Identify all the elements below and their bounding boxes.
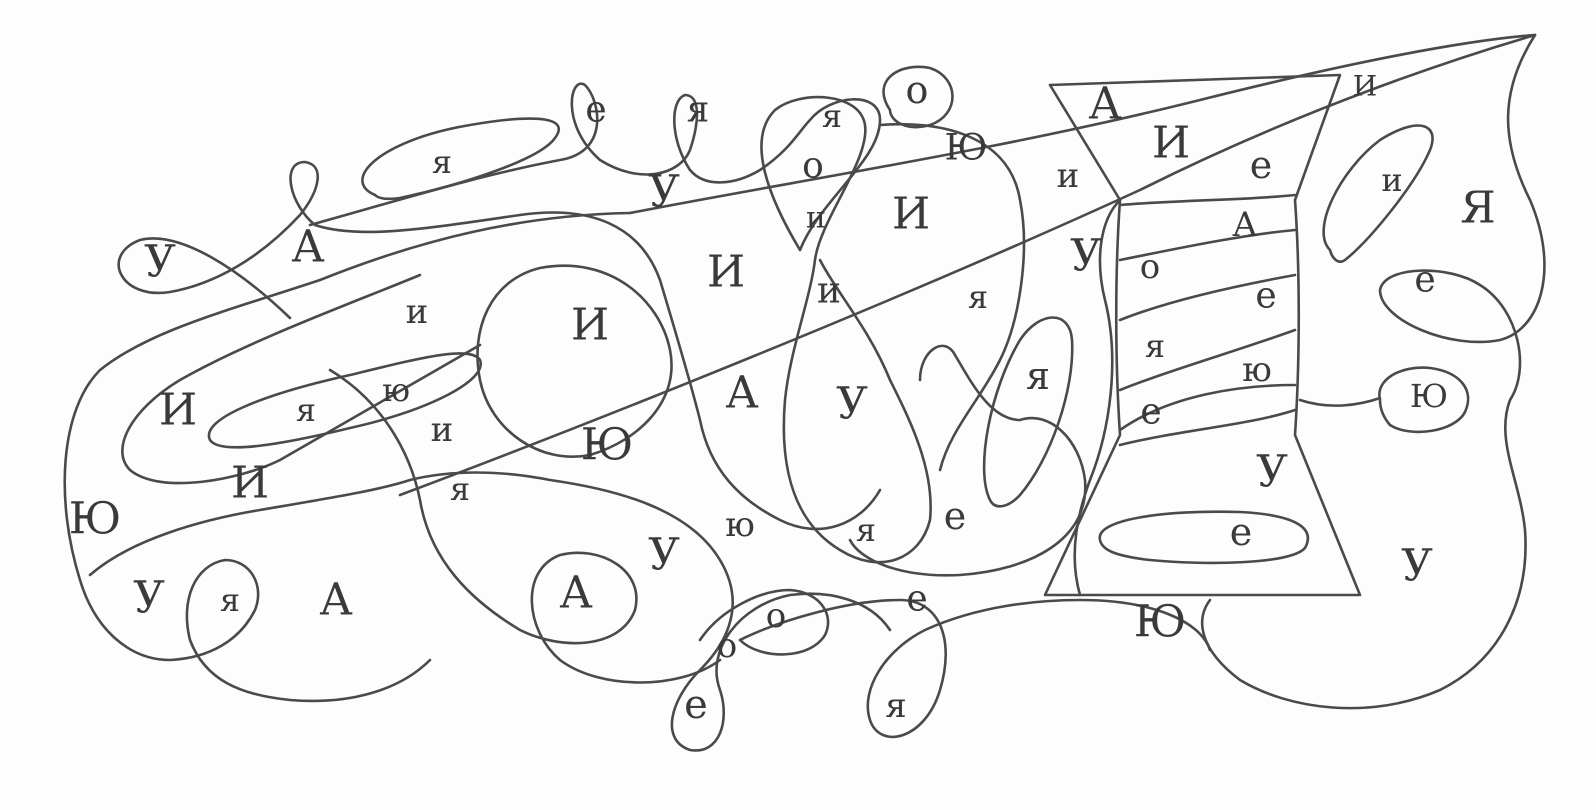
maze-letter: о bbox=[766, 596, 786, 636]
maze-letter: А bbox=[559, 568, 592, 619]
maze-letter: я bbox=[856, 511, 876, 549]
maze-letter: И bbox=[231, 458, 269, 509]
maze-letter: У bbox=[836, 379, 868, 430]
maze-line bbox=[1298, 396, 1382, 407]
maze-letter: е bbox=[1255, 276, 1276, 317]
maze-line bbox=[88, 471, 892, 752]
maze-letter: А bbox=[1232, 205, 1258, 245]
maze-line bbox=[698, 588, 830, 656]
maze-line bbox=[1098, 510, 1310, 565]
maze-line bbox=[982, 316, 1074, 508]
maze-line bbox=[308, 82, 882, 252]
maze-letter: я bbox=[1145, 327, 1165, 365]
maze-letter: У bbox=[133, 573, 165, 624]
maze-line bbox=[1118, 193, 1297, 207]
maze-letter: И bbox=[1152, 118, 1190, 169]
maze-letter: и bbox=[806, 201, 826, 236]
maze-letter: ю bbox=[382, 371, 410, 409]
maze-letter: Ю bbox=[945, 128, 988, 169]
maze-line bbox=[1322, 124, 1434, 263]
maze-letter: и bbox=[406, 292, 429, 332]
maze-letter: я bbox=[822, 97, 842, 135]
maze-letter: о bbox=[906, 68, 929, 112]
maze-line bbox=[1378, 366, 1470, 434]
maze-letter: о bbox=[717, 626, 737, 666]
maze-line bbox=[121, 273, 482, 485]
maze-letter: У bbox=[1070, 231, 1102, 282]
maze-line bbox=[1118, 228, 1297, 262]
maze-letter: е bbox=[585, 90, 606, 131]
maze-letter: я bbox=[968, 278, 988, 316]
maze-letter: У bbox=[1256, 447, 1288, 498]
maze-line bbox=[878, 123, 1026, 472]
maze-letter: и bbox=[431, 410, 454, 450]
maze-letter: е bbox=[1414, 260, 1435, 301]
maze-line bbox=[738, 598, 1212, 738]
maze-letters: У А я е я У о я о Ю и И и И и И И и я И … bbox=[69, 68, 1496, 728]
maze-line bbox=[1118, 273, 1297, 322]
maze-letter: я bbox=[296, 391, 316, 429]
maze-letter: я bbox=[450, 470, 470, 508]
maze-letter: е bbox=[1140, 392, 1161, 433]
maze-letter: У bbox=[144, 237, 176, 288]
maze-line bbox=[882, 65, 954, 129]
maze-letter: ю bbox=[1242, 350, 1272, 390]
maze-letter: я bbox=[885, 686, 906, 726]
maze-line bbox=[760, 95, 932, 564]
maze-letter: И bbox=[707, 247, 745, 298]
maze-letter: е bbox=[684, 682, 708, 728]
maze-line bbox=[328, 368, 722, 684]
maze-letter: А bbox=[291, 222, 324, 273]
maze-letter: я bbox=[432, 143, 452, 181]
maze-letter: е bbox=[1250, 143, 1273, 187]
maze-letter: И bbox=[159, 385, 197, 436]
maze-letter: У bbox=[648, 167, 680, 218]
maze-letter: Ю bbox=[69, 494, 122, 545]
maze-line bbox=[1118, 328, 1297, 392]
maze-letter: о bbox=[1140, 247, 1160, 287]
maze-line bbox=[117, 160, 882, 531]
maze-line bbox=[628, 33, 1537, 215]
maze-line bbox=[1073, 198, 1122, 597]
maze-letter: е bbox=[906, 579, 927, 620]
maze-letter: И bbox=[892, 189, 930, 240]
maze-line bbox=[1118, 383, 1297, 432]
maze-line bbox=[476, 264, 673, 458]
maze-letter: У bbox=[1401, 541, 1433, 592]
maze-letter: А bbox=[319, 575, 352, 626]
maze-letter: я bbox=[220, 581, 240, 619]
maze-letter: А bbox=[1088, 79, 1121, 130]
maze-letter: А bbox=[725, 368, 758, 419]
maze-letter: и bbox=[1057, 156, 1080, 196]
maze-letter: Ю bbox=[581, 420, 634, 471]
maze-letter: о bbox=[802, 146, 824, 187]
maze-line bbox=[361, 117, 561, 201]
maze-letter: Я bbox=[1460, 183, 1496, 234]
maze-letter: я bbox=[1026, 354, 1050, 398]
maze-letter: е bbox=[944, 494, 967, 538]
maze-letter: Ю bbox=[1410, 377, 1448, 415]
maze-letter: Ю bbox=[1134, 597, 1187, 648]
maze-line bbox=[1118, 408, 1297, 447]
maze-letter: ю bbox=[725, 505, 755, 545]
maze-letter: я bbox=[687, 90, 710, 131]
maze-letter: е bbox=[1230, 510, 1253, 554]
maze-letter: и bbox=[817, 271, 841, 312]
maze-line bbox=[848, 344, 1087, 577]
maze-line bbox=[398, 33, 1537, 497]
maze-line bbox=[63, 211, 632, 703]
maze-letter: И bbox=[1353, 70, 1377, 103]
maze-lines bbox=[63, 33, 1546, 752]
maze-letter: И bbox=[571, 300, 609, 351]
maze-letter: У bbox=[648, 530, 680, 581]
maze-line bbox=[1043, 73, 1362, 597]
maze-line bbox=[1200, 33, 1546, 710]
maze-letter: и bbox=[1381, 161, 1402, 199]
maze-line bbox=[207, 352, 482, 449]
